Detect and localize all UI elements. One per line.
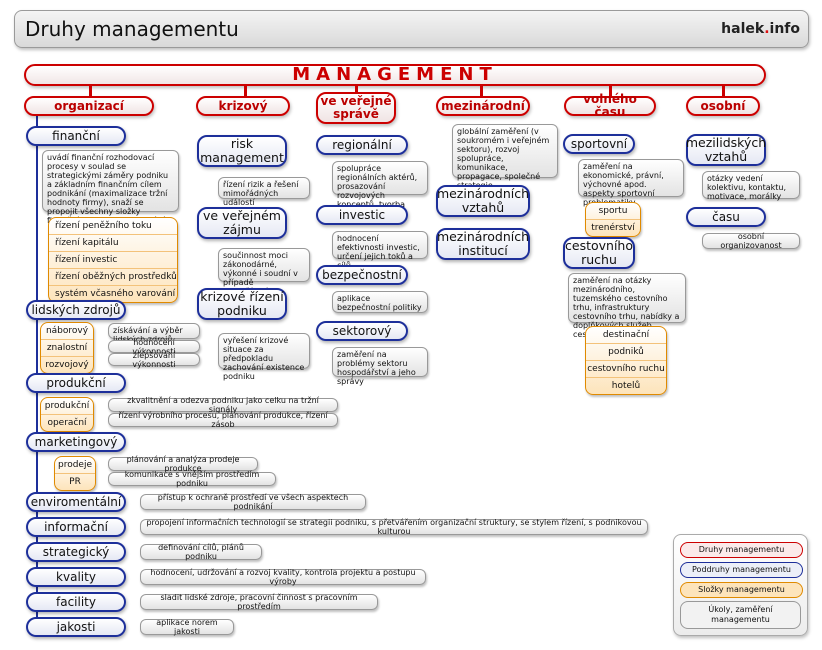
subtype-financni: finanční bbox=[26, 126, 126, 146]
note-enviromentalni: přístup k ochraně prostředí ve všech asp… bbox=[140, 493, 366, 511]
legend-druhy: Druhy managementu bbox=[680, 542, 803, 558]
title-bar: Druhy managementu halek.info bbox=[14, 10, 809, 48]
subtype-risk-management: risk management bbox=[197, 135, 287, 167]
subtype-lidskych-zdroju: lidských zdrojů bbox=[26, 300, 126, 320]
note-lidskych-3: zlepšování výkonnosti bbox=[108, 351, 200, 369]
component-item: sportu bbox=[586, 203, 640, 220]
note-marketing-2: komunikace s vnějším prostředím podniku bbox=[108, 470, 276, 488]
component-item: systém včasného varování bbox=[55, 289, 176, 299]
component-item: hotelů bbox=[611, 381, 641, 391]
components-financni: řízení peněžního toku řízení kapitálu ří… bbox=[48, 217, 178, 303]
subtype-mezilidskych-vztahu: mezilidských vztahů bbox=[685, 134, 767, 166]
note-sportovni: zaměření na ekonomické, právní, výchovné… bbox=[578, 159, 684, 207]
subtype-enviromentalni: enviromentální bbox=[26, 492, 126, 512]
legend-poddruhy: Poddruhy managementu bbox=[680, 562, 803, 578]
component-item: prodeje bbox=[55, 457, 95, 474]
subtype-marketingovy: marketingový bbox=[26, 432, 126, 452]
note-investic: hodnocení efektivnosti investic, určení … bbox=[332, 231, 428, 270]
subtype-krizove-rizeni: krizové řízení podniku bbox=[197, 288, 287, 320]
subtype-informacni: informační bbox=[26, 517, 126, 537]
components-marketing: prodeje PR bbox=[54, 456, 96, 491]
component-item: řízení kapitálu bbox=[49, 235, 177, 252]
note-informacni: propojení informačních technologií se st… bbox=[140, 518, 648, 536]
subtype-kvality: kvality bbox=[26, 567, 126, 587]
component-item: řízení oběžných prostředků bbox=[49, 269, 177, 286]
note-facility: sladit lidské zdroje, pracovní činnost s… bbox=[140, 593, 378, 611]
note-verejny-zajem: součinnost moci zákonodárné, výkonné i s… bbox=[218, 248, 310, 305]
note-krizove-rizeni: vyřešení krizové situace za předpokladu … bbox=[218, 333, 310, 381]
note-strategicky: definování cílů, plánů podniku bbox=[140, 543, 262, 561]
components-lidskych: náborový znalostní rozvojový bbox=[40, 322, 94, 374]
subtype-casu: času bbox=[686, 207, 766, 227]
components-cestovniho-ruchu: destinační podniků cestovního ruchu hote… bbox=[585, 326, 667, 395]
note-produkcni-1: zkvalitnění a odezva podniku jako celku … bbox=[108, 396, 338, 414]
component-item: operační bbox=[47, 418, 87, 428]
subtype-produkcni: produkční bbox=[26, 373, 126, 393]
subtype-investic: investic bbox=[316, 205, 408, 225]
note-casu: osobní organizovanost bbox=[702, 232, 800, 250]
page-title: Druhy managementu bbox=[25, 17, 239, 41]
legend-slozky: Složky managementu bbox=[680, 582, 803, 598]
subtype-cestovniho-ruchu: cestovního ruchu bbox=[563, 237, 635, 269]
component-item: řízení investic bbox=[49, 252, 177, 269]
subtype-facility: facility bbox=[26, 592, 126, 612]
note-risk: řízení rizik a řešení mimořádných událos… bbox=[218, 177, 310, 207]
subtype-sektorovy: sektorový bbox=[316, 321, 408, 341]
component-item: náborový bbox=[41, 323, 93, 340]
note-lidskych-2: hodnocení výkonnosti bbox=[108, 338, 200, 356]
note-produkcni-2: řízení výrobního procesu, plánování prod… bbox=[108, 411, 338, 429]
note-mezinarodni: globální zaměření (v soukromém i veřejné… bbox=[452, 124, 558, 190]
subtype-mezinarodnich-instituci: mezinárodních institucí bbox=[436, 228, 530, 260]
subtype-sportovni: sportovní bbox=[563, 134, 635, 154]
note-regionalni: spolupráce regionálních aktérů, prosazov… bbox=[332, 161, 428, 218]
subtype-jakosti: jakosti bbox=[26, 617, 126, 637]
subtype-strategicky: strategický bbox=[26, 542, 126, 562]
type-volneho-casu: volného času bbox=[564, 93, 656, 119]
note-jakosti: aplikace norem jakosti bbox=[140, 618, 234, 636]
components-sportovni: sportu trenérství bbox=[585, 202, 641, 237]
type-krizovy: krizový bbox=[196, 96, 290, 116]
note-sektorovy: zaměření na problémy sektoru hospodářstv… bbox=[332, 347, 428, 386]
type-organizaci: organizací bbox=[24, 96, 154, 116]
root-node-management: MANAGEMENT bbox=[24, 64, 766, 86]
subtype-verejny-zajem: ve veřejném zájmu bbox=[197, 207, 287, 239]
brand-logo: halek.info bbox=[721, 21, 800, 37]
component-item: znalostní bbox=[41, 340, 93, 357]
note-cestovniho-ruchu: zaměření na otázky mezinárodního, tuzems… bbox=[568, 273, 686, 339]
type-mezinarodni: mezinárodní bbox=[436, 96, 530, 116]
component-item: destinační bbox=[586, 327, 666, 344]
note-financni: uvádí finanční rozhodovací procesy v sou… bbox=[42, 150, 179, 225]
type-osobni: osobní bbox=[686, 96, 760, 116]
component-item: cestovního ruchu bbox=[586, 361, 666, 378]
note-mezilidskych: otázky vedení kolektivu, kontaktu, motiv… bbox=[702, 171, 800, 201]
subtype-regionalni: regionální bbox=[316, 135, 408, 155]
note-kvality: hodnocení, udržování a rozvoj kvality, k… bbox=[140, 568, 426, 586]
component-item: podniků bbox=[586, 344, 666, 361]
component-item: rozvojový bbox=[45, 360, 89, 370]
legend-ukoly: Úkoly, zaměření managementu bbox=[680, 601, 801, 629]
component-item: produkční bbox=[41, 398, 93, 415]
type-verejna-sprava: ve veřejné správě bbox=[316, 92, 396, 124]
component-item: PR bbox=[69, 477, 81, 487]
subtype-mezinarodnich-vztahu: mezinárodních vztahů bbox=[436, 185, 530, 217]
legend: Druhy managementu Poddruhy managementu S… bbox=[673, 534, 808, 636]
component-item: trenérství bbox=[591, 223, 635, 233]
subtype-bezpecnostni: bezpečnostní bbox=[316, 265, 408, 285]
components-produkcni: produkční operační bbox=[40, 397, 94, 432]
note-marketing-1: plánování a analýza prodeje produkce bbox=[108, 455, 258, 473]
note-lidskych-1: získávání a výběr lidských zdrojů bbox=[108, 323, 200, 344]
component-item: řízení peněžního toku bbox=[49, 218, 177, 235]
note-bezpecnostni: aplikace bezpečnostní politiky bbox=[332, 291, 428, 313]
